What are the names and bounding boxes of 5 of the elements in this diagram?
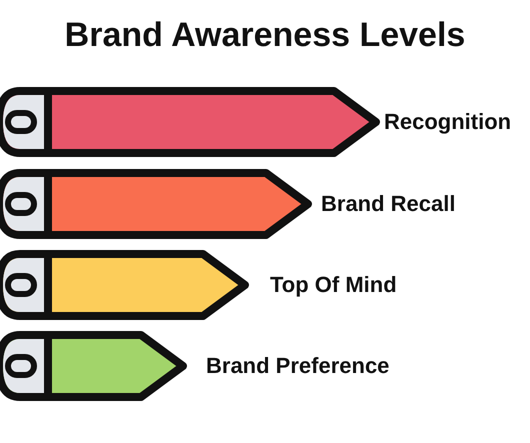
level-label: Brand Preference: [206, 353, 390, 379]
level-label: Top Of Mind: [270, 272, 397, 298]
level-label: Brand Recall: [321, 191, 456, 217]
title: Brand Awareness Levels: [64, 16, 466, 55]
level-label: Recognition: [384, 109, 512, 135]
